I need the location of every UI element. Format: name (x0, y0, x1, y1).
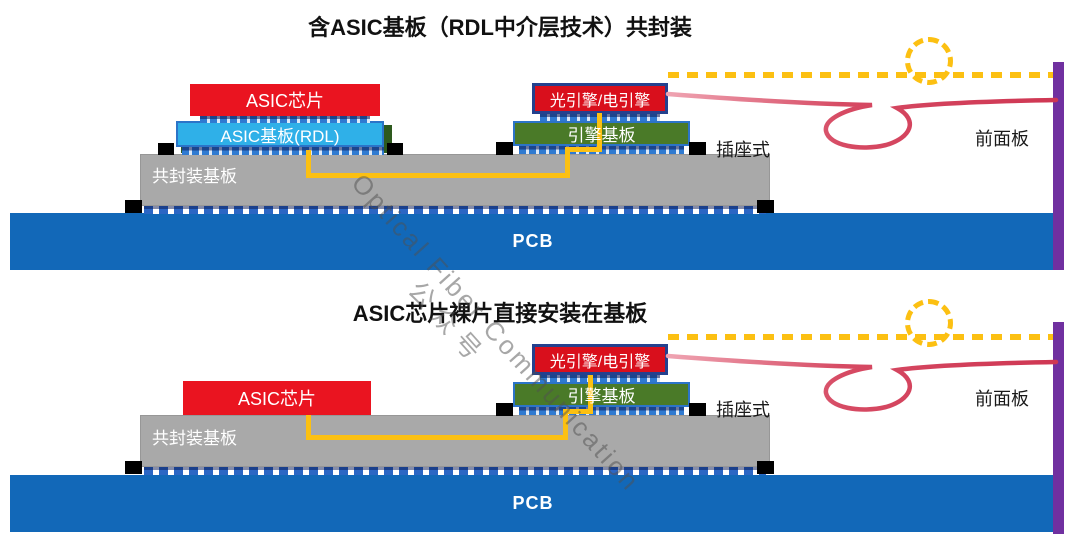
top-package-substrate-label: 共封装基板 (152, 167, 237, 186)
top-asic-chip-label: ASIC芯片 (245, 91, 324, 111)
bottom-dashed-fiber-route (668, 334, 1057, 340)
bottom-engine-substrate-box: 引擎基板 (513, 382, 690, 407)
bottom-front-panel-label: 前面板 (975, 389, 1029, 409)
bottom-socket-label: 插座式 (716, 400, 770, 420)
bottom-front-panel-bar (1053, 322, 1064, 534)
bottom-asic-chip-box: ASIC芯片 (183, 381, 371, 415)
bottom-engine-bumps (540, 375, 660, 382)
bottom-asic-chip-label: ASIC芯片 (237, 389, 316, 409)
top-pcb-label: PCB (512, 231, 554, 251)
bottom-signal-trace-v1 (306, 415, 311, 440)
bottom-signal-trace-h1 (306, 435, 568, 440)
top-solder-pad-left (125, 200, 142, 213)
top-title: 含ASIC基板（RDL中介层技术）共封装 (308, 15, 692, 40)
top-engine-pad-right (689, 142, 706, 155)
top-front-panel-label: 前面板 (975, 129, 1029, 149)
bottom-engine-substrate-label: 引擎基板 (567, 387, 636, 406)
bottom-signal-trace-v2 (563, 409, 568, 440)
top-optical-engine-label: 光引擎/电引擎 (549, 92, 651, 110)
top-solder-pad-right (757, 200, 774, 213)
top-engine-substrate-box: 引擎基板 (513, 121, 690, 146)
bottom-pcb-board: PCB (10, 475, 1056, 532)
top-asic-pad-right (387, 143, 403, 155)
bottom-signal-trace-v3 (588, 375, 593, 414)
top-signal-trace-v1 (306, 150, 311, 178)
bottom-pcb-label: PCB (512, 493, 554, 513)
top-asic-substrate-bumps (182, 147, 384, 155)
bottom-solder-pad-right (757, 461, 774, 474)
top-dashed-fiber-loop-icon (905, 37, 953, 85)
top-asic-substrate-box: ASIC基板(RDL) (176, 121, 384, 147)
bottom-package-substrate (140, 415, 770, 467)
top-asic-substrate-label: ASIC基板(RDL) (220, 126, 340, 146)
bottom-package-substrate-label: 共封装基板 (152, 429, 237, 448)
top-optical-engine-box: 光引擎/电引擎 (532, 83, 668, 114)
top-asic-pad-left (158, 143, 174, 155)
bottom-solder-pad-left (125, 461, 142, 474)
top-engine-substrate-label: 引擎基板 (567, 126, 636, 145)
top-pcb-board: PCB (10, 213, 1056, 270)
bottom-engine-pad-left (496, 403, 513, 416)
top-asic-chip-bumps (200, 116, 370, 123)
top-bga-bumps (144, 206, 766, 214)
top-signal-trace-v2 (565, 147, 570, 178)
top-signal-trace-h1 (306, 173, 570, 178)
top-signal-trace-v3 (597, 113, 602, 152)
top-engine-pad-left (496, 142, 513, 155)
bottom-optical-engine-box: 光引擎/电引擎 (532, 344, 668, 375)
bottom-signal-trace-h2 (563, 409, 593, 414)
top-socket-label: 插座式 (716, 140, 770, 160)
top-signal-trace-h2 (565, 147, 602, 152)
top-asic-chip-box: ASIC芯片 (190, 84, 380, 116)
bottom-title: ASIC芯片裸片直接安装在基板 (352, 301, 648, 326)
top-package-substrate (140, 154, 770, 206)
bottom-engine-substrate-bumps (519, 407, 684, 415)
top-dashed-fiber-route (668, 72, 1057, 78)
bottom-optical-engine-label: 光引擎/电引擎 (549, 353, 651, 371)
bottom-engine-pad-right (689, 403, 706, 416)
top-front-panel-bar (1053, 62, 1064, 270)
bottom-bga-bumps (144, 467, 766, 475)
bottom-dashed-fiber-loop-icon (905, 299, 953, 347)
